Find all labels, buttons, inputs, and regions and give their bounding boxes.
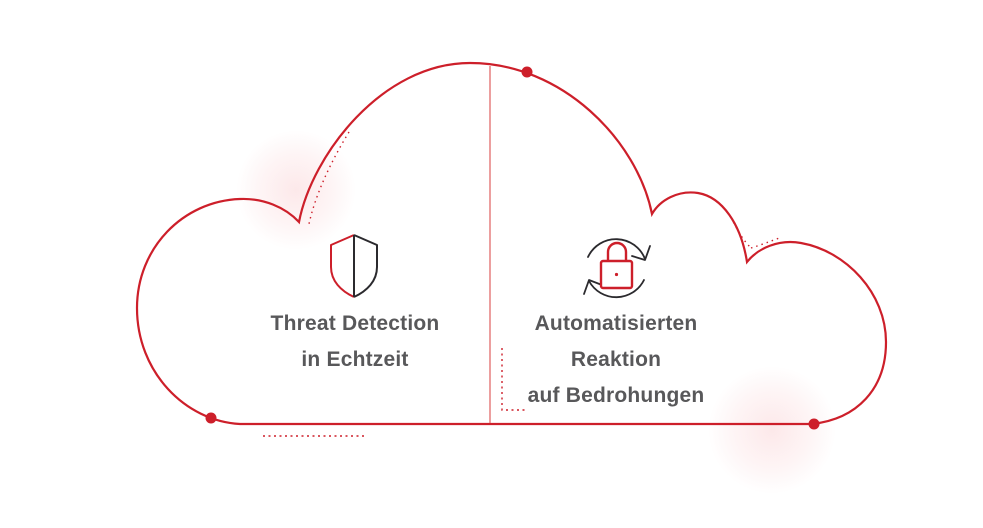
shield-icon: [330, 234, 378, 298]
sync-lock-icon: [583, 238, 651, 299]
node-dot-bottom-right: [808, 418, 820, 430]
dotted-arc-left: [308, 131, 350, 225]
left-section-label: Threat Detection in Echtzeit: [205, 306, 505, 378]
left-label-line1: Threat Detection: [270, 312, 440, 335]
right-section-label: Automatisierten Reaktion auf Bedrohungen: [466, 306, 766, 414]
node-dot-top: [521, 66, 533, 78]
right-label-line2: Reaktion: [570, 348, 662, 371]
cloud-outline: [135, 61, 888, 426]
dotted-bracket-right: [501, 348, 527, 411]
right-label-line3: auf Bedrohungen: [527, 384, 705, 407]
glow-bottom-right: [708, 366, 836, 494]
glow-left-notch: [236, 130, 356, 250]
left-label-line2: in Echtzeit: [301, 348, 409, 371]
right-label-line1: Automatisierten: [534, 312, 698, 335]
dotted-chevron-right: [730, 216, 783, 249]
node-dot-bottom-left: [205, 412, 217, 424]
padlock-icon: [599, 241, 634, 290]
